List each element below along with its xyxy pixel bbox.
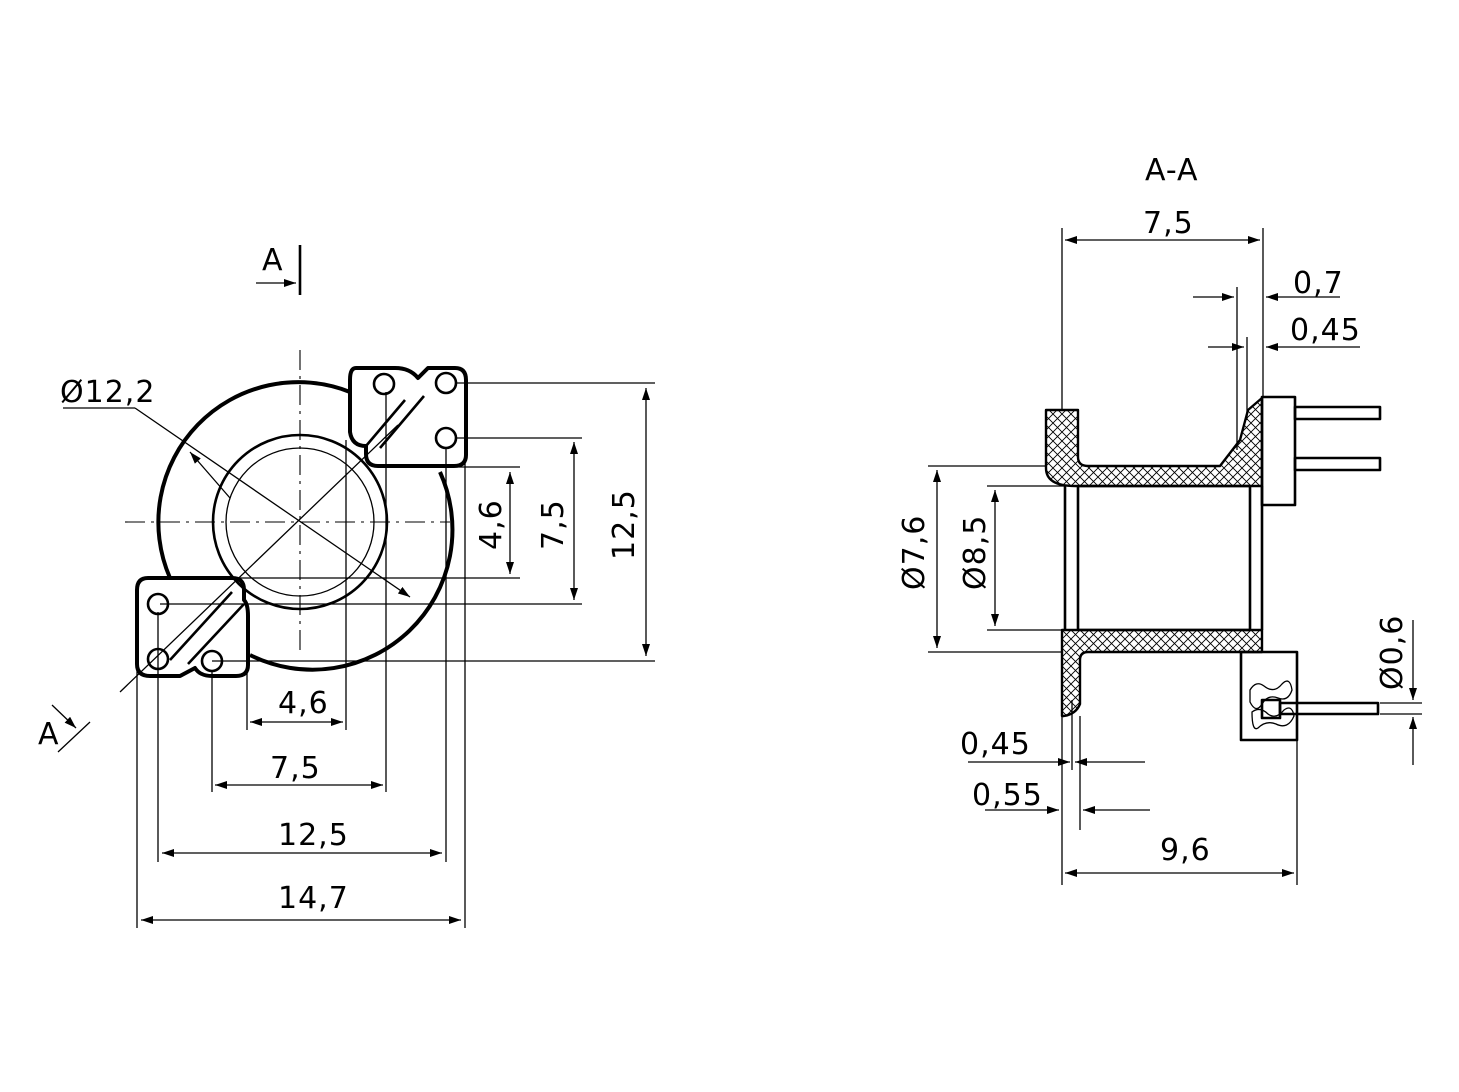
wire-coil [1249, 680, 1295, 730]
label-inner-horizontal: 4,6 [278, 686, 329, 721]
label-overall-length: 9,6 [1160, 833, 1211, 868]
label-wall-top-inner: 0,45 [1290, 313, 1361, 348]
section-mark-bottom-bar [57, 721, 91, 753]
pin-block-top-web-2 [379, 395, 425, 449]
label-span-horizontal: 12,5 [278, 818, 349, 853]
section-mark-bottom-arrow [51, 704, 77, 729]
label-wall-bottom-inner: 0,45 [960, 727, 1031, 762]
label-outer-diameter: Ø12,2 [60, 375, 155, 410]
section-title: A-A [1145, 153, 1199, 188]
label-overall-vertical: 12,5 [607, 489, 642, 560]
bore-outer-circle [211, 433, 389, 611]
bore-inner-circle [225, 447, 375, 597]
label-pin-vertical: 7,5 [536, 499, 571, 550]
label-inner-vertical: 4,6 [474, 499, 509, 550]
section-mark-top-label: A [262, 243, 284, 278]
pin-header-bottom [1239, 650, 1299, 742]
label-overall-horizontal: 14,7 [278, 881, 349, 916]
pin-block-bottom-web-2 [187, 603, 245, 665]
label-flange-width: 7,5 [1143, 206, 1194, 241]
section-view: A-A [897, 153, 1422, 885]
pin-top-upper [1293, 405, 1382, 421]
label-pin-diameter: Ø0,6 [1375, 615, 1410, 690]
diameter-dimension-line [134, 407, 411, 598]
pin-header-top [1260, 395, 1297, 507]
section-body-bottom [1060, 628, 1264, 718]
pin-hole-top-left [372, 372, 396, 396]
label-pin-horizontal: 7,5 [270, 751, 321, 786]
pin-block-bottom-web [169, 591, 233, 661]
label-tube-diameter: Ø8,5 [958, 515, 993, 590]
section-body-top [1044, 396, 1264, 488]
front-view: A A Ø12,2 4,6 7,5 12,5 4,6 7,5 12,5 14,7 [38, 243, 655, 928]
pin-block-top [348, 366, 468, 468]
pin-hole-top-lower [434, 426, 458, 450]
flange-outline [156, 380, 455, 672]
label-bore-diameter: Ø7,6 [897, 515, 932, 590]
pin-top-lower [1293, 456, 1382, 472]
label-wall-bottom-outer: 0,55 [972, 778, 1043, 813]
section-mark-bottom-label: A [38, 717, 60, 752]
label-wall-top-outer: 0,7 [1293, 266, 1344, 301]
diameter-arrow-top [189, 451, 231, 499]
section-cut-line [119, 424, 399, 693]
pin-hole-top-right [434, 371, 458, 395]
pin-bottom-lead [1278, 701, 1380, 716]
